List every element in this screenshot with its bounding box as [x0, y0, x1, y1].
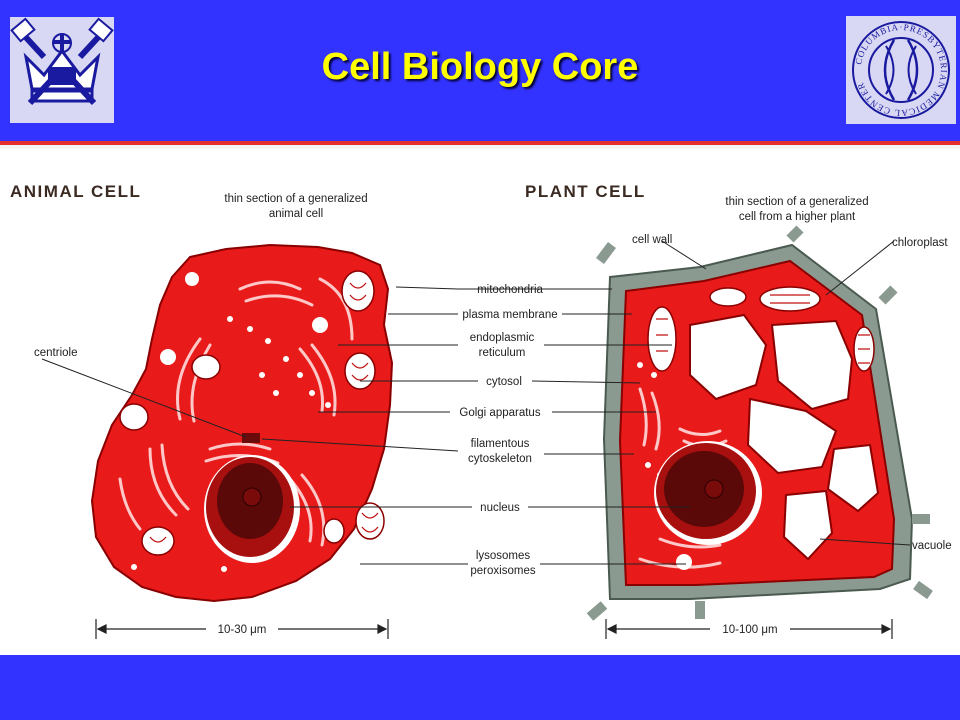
animal-scale-bar — [95, 619, 389, 639]
label-filamentous-2: cytoskeleton — [468, 453, 532, 465]
plant-nucleus — [664, 451, 744, 527]
label-er-2: reticulum — [479, 347, 526, 359]
label-filamentous-1: filamentous — [471, 438, 530, 450]
label-cell-wall: cell wall — [632, 234, 672, 246]
plant-caption-2: cell from a higher plant — [739, 211, 856, 223]
label-nucleus: nucleus — [480, 502, 520, 514]
plant-cell-title: PLANT CELL — [525, 182, 646, 201]
columbia-crown-logo — [10, 17, 114, 123]
animal-scale-label: 10-30 μm — [218, 624, 267, 636]
label-cytosol: cytosol — [486, 376, 522, 388]
label-plasma-membrane: plasma membrane — [462, 309, 557, 321]
slide-footer — [0, 655, 960, 720]
animal-caption-2: animal cell — [269, 208, 323, 220]
label-golgi: Golgi apparatus — [459, 407, 540, 419]
plant-scale-label: 10-100 μm — [722, 624, 777, 636]
crown-icon — [10, 17, 114, 106]
plant-scale-bar — [605, 619, 893, 639]
label-chloroplast: chloroplast — [892, 237, 948, 249]
label-peroxisomes: peroxisomes — [470, 565, 535, 577]
slide-title: Cell Biology Core — [321, 46, 639, 88]
label-lysosomes: lysosomes — [476, 550, 531, 562]
label-centriole: centriole — [34, 347, 77, 359]
columbia-presbyterian-seal-logo: COLUMBIA·PRESBYTERIAN MEDICAL CENTER — [846, 16, 956, 124]
plant-cell — [586, 225, 933, 621]
header-rule-white — [0, 145, 960, 149]
cell-diagram: ANIMAL CELL thin section of a generalize… — [10, 182, 952, 639]
label-mitochondria: mitochondria — [477, 284, 543, 296]
animal-caption-1: thin section of a generalized — [224, 193, 367, 205]
label-er-1: endoplasmic — [470, 332, 535, 344]
label-vacuole: vacuole — [912, 540, 952, 552]
seal-icon: COLUMBIA·PRESBYTERIAN MEDICAL CENTER — [852, 21, 950, 119]
animal-cell-title: ANIMAL CELL — [10, 182, 141, 201]
animal-cell-body — [90, 243, 394, 603]
header-rule-red — [0, 141, 960, 145]
slide-header: Cell Biology Core COLUMBIA·PRESBYTERIAN … — [0, 0, 960, 140]
animal-cell — [90, 243, 394, 603]
plant-caption-1: thin section of a generalized — [725, 196, 868, 208]
centriole — [242, 433, 260, 443]
vacuoles — [689, 313, 880, 561]
cell-diagram-panel: ANIMAL CELL thin section of a generalize… — [0, 149, 960, 655]
